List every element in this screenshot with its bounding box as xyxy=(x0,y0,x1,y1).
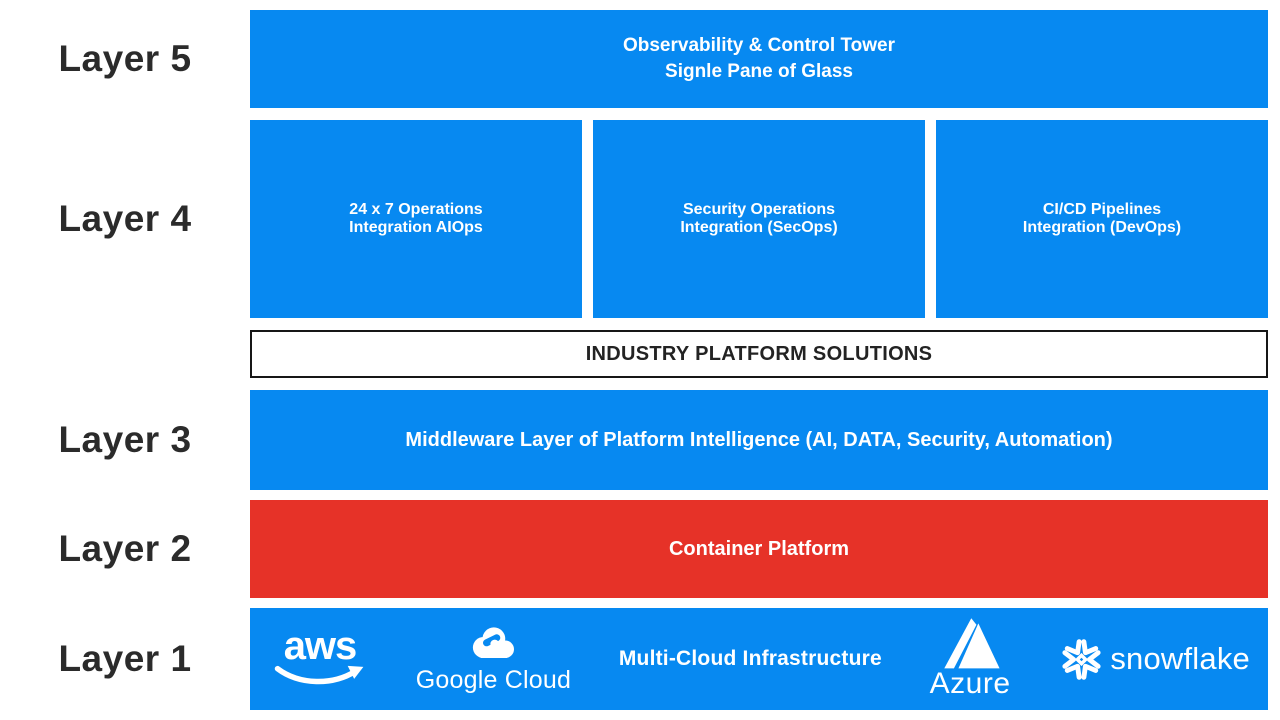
aiops-box: 24 x 7 Operations Integration AIOps xyxy=(250,120,582,318)
multi-cloud-infrastructure-text: Multi-Cloud Infrastructure xyxy=(618,647,882,670)
industry-platform-solutions-title: INDUSTRY PLATFORM SOLUTIONS xyxy=(585,342,933,365)
layer5-label: Layer 5 xyxy=(58,38,192,79)
google-cloud-logo: Google Cloud xyxy=(416,623,571,695)
layer1-label: Layer 1 xyxy=(58,638,192,679)
observability-line1: Observability & Control Tower xyxy=(622,35,896,56)
google-cloud-wordmark: Google Cloud xyxy=(415,666,572,694)
snowflake-icon xyxy=(1062,638,1101,680)
multi-cloud-box: aws Google Cloud Multi-Cloud Infrastruct… xyxy=(250,608,1268,710)
aiops-line1: 24 x 7 Operations xyxy=(349,201,483,218)
layer3-label: Layer 3 xyxy=(58,419,192,460)
devops-line1: CI/CD Pipelines xyxy=(1042,201,1162,218)
snowflake-logo: snowflake xyxy=(1058,636,1250,683)
azure-wordmark: Azure xyxy=(929,667,1011,700)
layer4-label: Layer 4 xyxy=(58,198,192,239)
azure-icon xyxy=(944,618,1000,669)
aws-wordmark: aws xyxy=(283,624,358,668)
aws-logo: aws xyxy=(272,624,368,689)
secops-box: Security Operations Integration (SecOps) xyxy=(593,120,925,318)
observability-line2: Signle Pane of Glass xyxy=(665,61,853,82)
aiops-line2: Integration AIOps xyxy=(349,219,483,236)
secops-line1: Security Operations xyxy=(682,201,836,218)
google-cloud-icon xyxy=(473,627,515,658)
azure-logo: Azure xyxy=(930,617,1011,701)
devops-line2: Integration (DevOps) xyxy=(1022,219,1182,236)
aws-smile-arrow-icon xyxy=(274,665,364,685)
middleware-text: Middleware Layer of Platform Intelligenc… xyxy=(405,429,1113,451)
industry-platform-solutions-bar: INDUSTRY PLATFORM SOLUTIONS xyxy=(250,330,1268,378)
snowflake-wordmark: snowflake xyxy=(1110,641,1250,676)
container-platform-text: Container Platform xyxy=(668,538,850,560)
secops-line2: Integration (SecOps) xyxy=(680,219,838,236)
layer2-label: Layer 2 xyxy=(58,528,192,569)
container-platform-box: Container Platform xyxy=(250,500,1268,598)
observability-box: Observability & Control Tower Signle Pan… xyxy=(250,10,1268,108)
middleware-box: Middleware Layer of Platform Intelligenc… xyxy=(250,390,1268,490)
layer4-row: 24 x 7 Operations Integration AIOps Secu… xyxy=(250,120,1268,318)
devops-box: CI/CD Pipelines Integration (DevOps) xyxy=(936,120,1268,318)
